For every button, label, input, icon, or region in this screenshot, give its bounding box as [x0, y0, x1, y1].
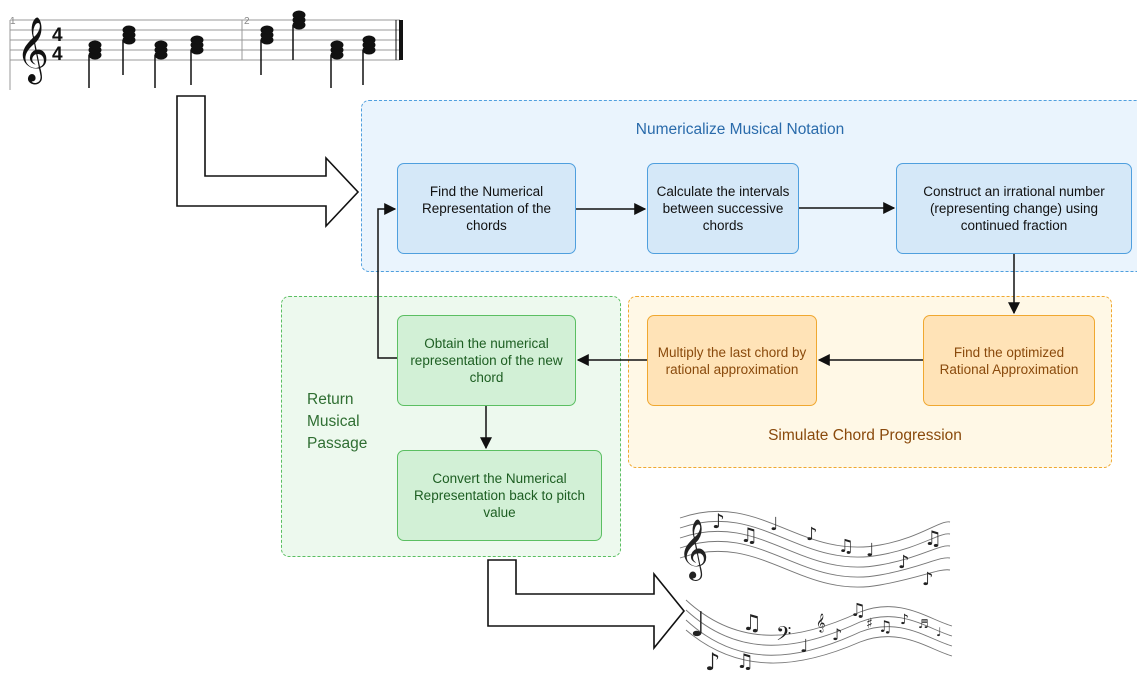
simulate-title: Simulate Chord Progression [768, 427, 962, 444]
flow-connectors [377, 202, 1020, 450]
svg-text:♫: ♫ [740, 523, 758, 547]
svg-text:♫: ♫ [850, 600, 866, 621]
measure-number-2: 2 [244, 16, 250, 27]
treble-clef-icon: 𝄞 [16, 17, 49, 84]
svg-text:♪: ♪ [900, 612, 909, 628]
svg-text:♩: ♩ [770, 514, 779, 535]
svg-text:♪: ♪ [898, 552, 910, 573]
find-numerical-box: Find the Numerical Representation of the… [397, 163, 576, 254]
multiply-last-box: Multiply the last chord by rational appr… [647, 315, 817, 406]
input-flow-arrow [176, 95, 360, 229]
svg-text:♪: ♪ [832, 625, 842, 644]
svg-text:♪: ♪ [806, 524, 818, 545]
numericalize-title: Numericalize Musical Notation [635, 121, 845, 138]
svg-text:♬: ♬ [918, 617, 929, 631]
svg-text:♫: ♫ [878, 617, 892, 636]
svg-text:♩: ♩ [800, 636, 809, 657]
svg-text:♩: ♩ [866, 540, 875, 561]
construct-irrational-box: Construct an irrational number (represen… [896, 163, 1132, 254]
svg-text:♯: ♯ [866, 616, 873, 632]
find-optimized-box: Find the optimized Rational Approximatio… [923, 315, 1095, 406]
svg-text:♫: ♫ [924, 526, 942, 550]
svg-text:♩: ♩ [690, 605, 706, 645]
output-flow-arrow [487, 559, 686, 651]
svg-text:♪: ♪ [712, 509, 725, 533]
svg-text:♫: ♫ [736, 649, 754, 673]
svg-text:♪: ♪ [922, 569, 934, 590]
svg-text:♫: ♫ [742, 611, 762, 636]
convert-back-box: Convert the Numerical Representation bac… [397, 450, 602, 541]
svg-text:♩: ♩ [936, 625, 942, 639]
calculate-intervals-box: Calculate the intervals between successi… [647, 163, 799, 254]
svg-text:♪: ♪ [705, 648, 720, 676]
time-signature-bottom: 4 [52, 44, 63, 65]
svg-text:𝄢: 𝄢 [776, 622, 791, 650]
svg-text:𝄞: 𝄞 [678, 519, 709, 581]
measure-number-1: 1 [10, 16, 16, 27]
score-chords [88, 10, 376, 88]
time-signature-top: 4 [52, 25, 63, 46]
music-notes-illustration: 𝄞 ♪ ♫ ♩ ♪ ♫ ♩ ♪ ♫ ♪ ♩ ♪ ♫ ♫ 𝄢 ♩ 𝄞 ♪ ♫ ♯ … [678, 509, 953, 676]
obtain-new-box: Obtain the numerical representation of t… [397, 315, 576, 406]
return-title: Return Musical Passage [307, 391, 368, 452]
svg-text:𝄞: 𝄞 [816, 613, 825, 633]
svg-text:♫: ♫ [838, 536, 854, 557]
